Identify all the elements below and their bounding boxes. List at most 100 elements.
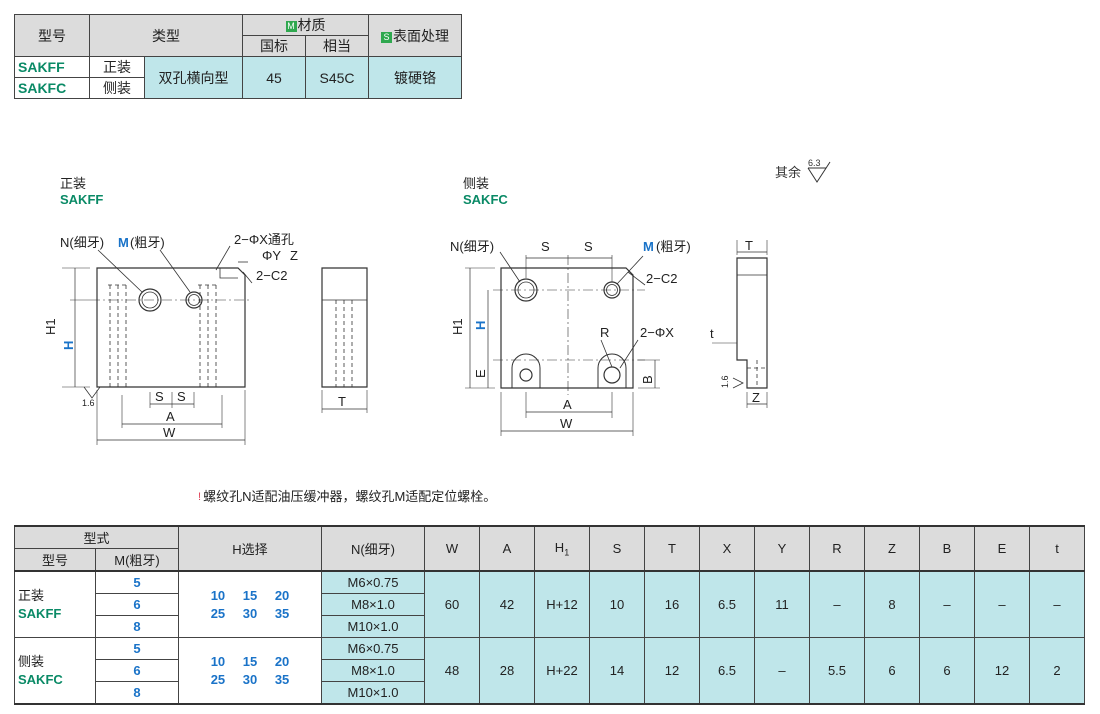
material-std-value: 45: [242, 56, 306, 99]
m-value: 5: [95, 570, 179, 594]
side-profile-label-t: T: [745, 238, 753, 253]
m-header: M(粗牙): [95, 548, 179, 572]
front-profile-label-t: T: [338, 394, 346, 409]
value-t-small: –: [1029, 570, 1085, 638]
model-header: 型号: [14, 14, 90, 57]
front-label-counterbore-depth: Z: [290, 248, 298, 263]
svg-text:6.3: 6.3: [808, 158, 821, 168]
side-label-n: N(细牙): [450, 239, 494, 254]
front-label-counterbore: ΦY: [262, 248, 281, 263]
n-value: M6×0.75: [321, 570, 425, 594]
front-label-m-coarse: (粗牙): [130, 235, 165, 250]
side-label-e: E: [473, 369, 488, 378]
front-title: 正装: [60, 176, 86, 191]
value-s: 14: [589, 637, 645, 705]
group-header: 型式: [14, 525, 179, 549]
col-header-r: R: [809, 525, 865, 572]
usage-note-text: 螺纹孔N适配油压缓冲器，螺纹孔M适配定位螺栓。: [203, 489, 497, 504]
value-b: 6: [919, 637, 975, 705]
value-w: 48: [424, 637, 480, 705]
side-profile-label-z: Z: [752, 390, 760, 405]
front-label-w: W: [163, 425, 176, 440]
front-view-drawing: [62, 245, 253, 445]
surface-badge-icon: S: [381, 31, 392, 43]
m-value: 6: [95, 593, 179, 616]
col-header-e: E: [974, 525, 1030, 572]
value-t: 12: [644, 637, 700, 705]
front-label-h1: H1: [43, 318, 58, 335]
side-profile-label-t-small: t: [710, 326, 714, 341]
value-e: –: [974, 570, 1030, 638]
n-value: M10×1.0: [321, 681, 425, 705]
h-select-header: H选择: [178, 525, 322, 572]
value-b: –: [919, 570, 975, 638]
value-s: 10: [589, 570, 645, 638]
side-label-w: W: [560, 416, 573, 431]
value-y: 11: [754, 570, 810, 638]
side-label-s2: S: [584, 239, 593, 254]
value-h1: H+12: [534, 570, 590, 638]
front-side-profile-drawing: [321, 267, 368, 413]
n-value: M8×1.0: [321, 659, 425, 682]
front-label-chamfer: 2−C2: [256, 268, 287, 283]
side-label-h1: H1: [450, 318, 465, 335]
value-t: 16: [644, 570, 700, 638]
side-label-m: M: [643, 239, 654, 254]
side-label-chamfer: 2−C2: [646, 271, 677, 286]
type-value: 双孔横向型: [144, 56, 243, 99]
m-value: 5: [95, 637, 179, 660]
material-badge-icon: M: [285, 21, 297, 32]
value-r: –: [809, 570, 865, 638]
col-header-x: X: [699, 525, 755, 572]
side-label-a: A: [563, 397, 572, 412]
m-value: 8: [95, 615, 179, 638]
front-label-s2: S: [177, 389, 186, 404]
value-z: 6: [864, 637, 920, 705]
value-r: 5.5: [809, 637, 865, 705]
side-profile-drawing: [712, 240, 768, 408]
m-value: 8: [95, 681, 179, 705]
col-header-w: W: [424, 525, 480, 572]
n-value: M8×1.0: [321, 593, 425, 616]
usage-note: !螺纹孔N适配油压缓冲器，螺纹孔M适配定位螺栓。: [198, 486, 496, 505]
n-header: N(细牙): [321, 525, 425, 572]
front-label-through-hole: 2−ΦX通孔: [234, 232, 294, 247]
value-x: 6.5: [699, 570, 755, 638]
model-code-sakff: SAKFF: [14, 56, 90, 78]
col-header-s: S: [589, 525, 645, 572]
col-header-z: Z: [864, 525, 920, 572]
value-h1: H+22: [534, 637, 590, 705]
material-equiv-header: 相当: [305, 35, 369, 57]
value-t-small: 2: [1029, 637, 1085, 705]
value-w: 60: [424, 570, 480, 638]
dimensions-table: 型式 H选择 N(细牙) W A H1 S T X Y R Z B E t 型号…: [14, 525, 1085, 705]
front-roughness: 1.6: [82, 398, 95, 408]
front-code: SAKFF: [60, 192, 103, 207]
mount-front: 正装: [89, 56, 145, 78]
n-value: M10×1.0: [321, 615, 425, 638]
side-title: 侧装: [463, 176, 489, 191]
model-code-sakfc: SAKFC: [14, 77, 90, 99]
col-header-h1: H1: [534, 525, 590, 572]
col-header-t: T: [644, 525, 700, 572]
front-label-s1: S: [155, 389, 164, 404]
side-profile-roughness: 1.6: [720, 375, 730, 388]
side-code: SAKFC: [463, 192, 508, 207]
warning-icon: !: [198, 491, 202, 503]
model-header: 型号: [14, 548, 96, 572]
value-y: –: [754, 637, 810, 705]
value-x: 6.5: [699, 637, 755, 705]
col-header-a: A: [479, 525, 535, 572]
col-header-y: Y: [754, 525, 810, 572]
type-header: 类型: [89, 14, 243, 57]
col-header-b: B: [919, 525, 975, 572]
front-label-a: A: [166, 409, 175, 424]
surface-value: 镀硬铬: [368, 56, 462, 99]
value-a: 42: [479, 570, 535, 638]
side-label-m-coarse: (粗牙): [656, 239, 691, 254]
